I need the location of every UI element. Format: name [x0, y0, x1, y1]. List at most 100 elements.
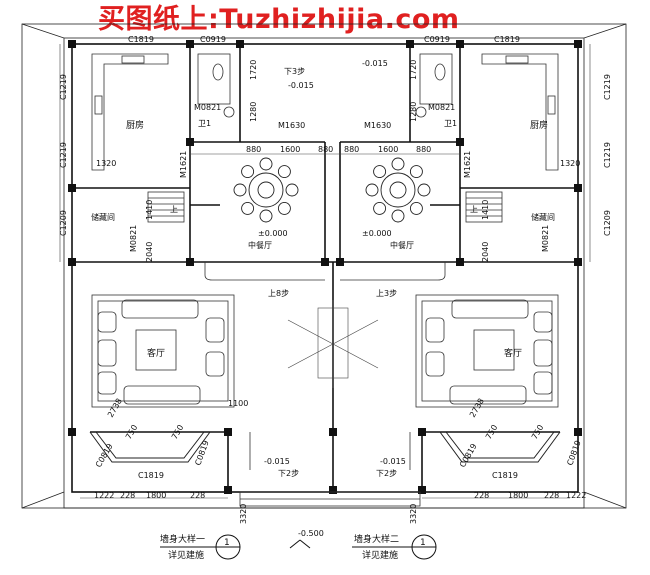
dim-3320-right: 3320: [409, 504, 418, 524]
level-dining-left: ±0.000: [258, 229, 288, 238]
dim-1800-right: 1800: [508, 491, 528, 500]
window-c0819-bay-right-b: C0819: [565, 439, 582, 466]
walls: [71, 43, 579, 493]
window-c1819-top-left: C1819: [128, 35, 154, 44]
door-m0821-storage-right: M0821: [541, 225, 550, 252]
dim-1800-left: 1800: [146, 491, 166, 500]
callout-right-sub: 详见建施: [362, 549, 398, 561]
window-c0919-top-left: C0919: [200, 35, 226, 44]
step-up8: 上8步: [268, 289, 289, 298]
dining-chair: [373, 165, 387, 179]
dining-chair: [417, 183, 431, 197]
section-callouts: [160, 534, 437, 560]
dining-tables: [233, 157, 431, 223]
dining-chair: [365, 183, 379, 197]
door-m1630-right: M1630: [364, 121, 391, 130]
door-m1621-left: M1621: [179, 151, 188, 178]
dining-chair: [233, 183, 247, 197]
dim-1600-a: 1600: [280, 145, 300, 154]
step-up-right: 上: [470, 205, 478, 214]
dim-1720-left: 1720: [249, 60, 258, 80]
room-label-wc-right: 卫1: [444, 119, 457, 128]
dim-2040-right: 2040: [481, 242, 490, 262]
window-c1819-bay-right: C1819: [492, 471, 518, 480]
dining-chair: [391, 209, 405, 223]
room-label-storage-left: 储藏间: [91, 212, 115, 222]
dining-table-top: [248, 172, 284, 208]
callout-right-title: 墙身大样二: [354, 533, 399, 545]
step-up3: 上3步: [376, 289, 397, 298]
level-front-right: -0.015: [380, 457, 406, 466]
window-c0919-top-right: C0919: [424, 35, 450, 44]
callout-left-number: 1: [224, 538, 230, 548]
dim-2738-left: 2738: [106, 397, 124, 419]
dining-chair: [259, 157, 273, 171]
dim-1222-left: 1222: [94, 491, 114, 500]
room-label-dining-left: 中餐厅: [248, 240, 272, 250]
dining-chair: [277, 201, 291, 215]
dimension-lines: [59, 44, 591, 499]
dim-880-c: 880: [344, 145, 359, 154]
room-label-living-left: 客厅: [147, 347, 165, 359]
dim-1320-left: 1320: [96, 159, 116, 168]
roof-outline: [21, 23, 627, 509]
dining-chair: [373, 201, 387, 215]
dining-table-lazy-susan: [389, 181, 407, 199]
room-label-wc-left: 卫1: [198, 119, 211, 128]
window-c1219-left-upper: C1219: [59, 74, 68, 100]
dim-1410-right: 1410: [481, 200, 490, 220]
dim-880-b: 880: [318, 145, 333, 154]
dining-chair: [285, 183, 299, 197]
door-m1630-left: M1630: [278, 121, 305, 130]
door-m0821-storage-left: M0821: [129, 225, 138, 252]
columns: [68, 40, 582, 494]
step-down3: 下3步: [284, 67, 305, 76]
dim-3320-left: 3320: [239, 504, 248, 524]
dining-chair: [241, 201, 255, 215]
living-furniture: [91, 294, 559, 408]
dim-228-a: 228: [120, 491, 135, 500]
step-down2-right: 下2步: [376, 469, 397, 478]
stair-symbols: [147, 191, 503, 281]
callout-right-number: 1: [420, 538, 426, 548]
dining-chair: [391, 157, 405, 171]
dining-table-lazy-susan: [257, 181, 275, 199]
window-c1209-right: C1209: [603, 210, 612, 236]
level-front-left: -0.015: [264, 457, 290, 466]
room-label-living-right: 客厅: [504, 347, 522, 359]
hall-center-pattern: [287, 300, 379, 388]
room-label-kitchen-left: 厨房: [126, 119, 144, 131]
window-c1209-left: C1209: [59, 210, 68, 236]
door-m0821-wc-left: M0821: [194, 103, 221, 112]
room-label-dining-right: 中餐厅: [390, 240, 414, 250]
callout-left-title: 墙身大样一: [160, 533, 205, 545]
dim-1320-right: 1320: [560, 159, 580, 168]
callout-left-sub: 详见建施: [168, 549, 204, 561]
dim-1720-right: 1720: [409, 60, 418, 80]
door-m0821-wc-right: M0821: [428, 103, 455, 112]
kitchen-counters: [91, 53, 559, 171]
dim-880-d: 880: [416, 145, 431, 154]
dining-chair: [409, 201, 423, 215]
step-down2-left: 下2步: [278, 469, 299, 478]
dim-1222-right: 1222: [566, 491, 586, 500]
level-dining-right: ±0.000: [362, 229, 392, 238]
dining-chair: [277, 165, 291, 179]
step-up-left: 上: [170, 205, 178, 214]
dim-228-b: 228: [190, 491, 205, 500]
window-c1219-right-upper: C1219: [603, 74, 612, 100]
window-c0819-bay-left-a: C0819: [94, 442, 115, 469]
entry-steps: [239, 432, 421, 507]
level-outside: -0.500: [298, 529, 324, 538]
dim-1280-right: 1280: [409, 102, 418, 122]
room-label-storage-right: 储藏间: [531, 212, 555, 222]
dim-1410-left: 1410: [145, 200, 154, 220]
dim-228-d: 228: [544, 491, 559, 500]
dining-chair: [259, 209, 273, 223]
room-label-kitchen-right: 厨房: [530, 119, 548, 131]
dining-chair: [241, 165, 255, 179]
watermark-text: 买图纸上:Tuzhizhijia.com: [98, 4, 460, 35]
window-c1219-left-lower: C1219: [59, 142, 68, 168]
window-c0819-bay-right-a: C0819: [458, 442, 479, 469]
dining-chair: [409, 165, 423, 179]
